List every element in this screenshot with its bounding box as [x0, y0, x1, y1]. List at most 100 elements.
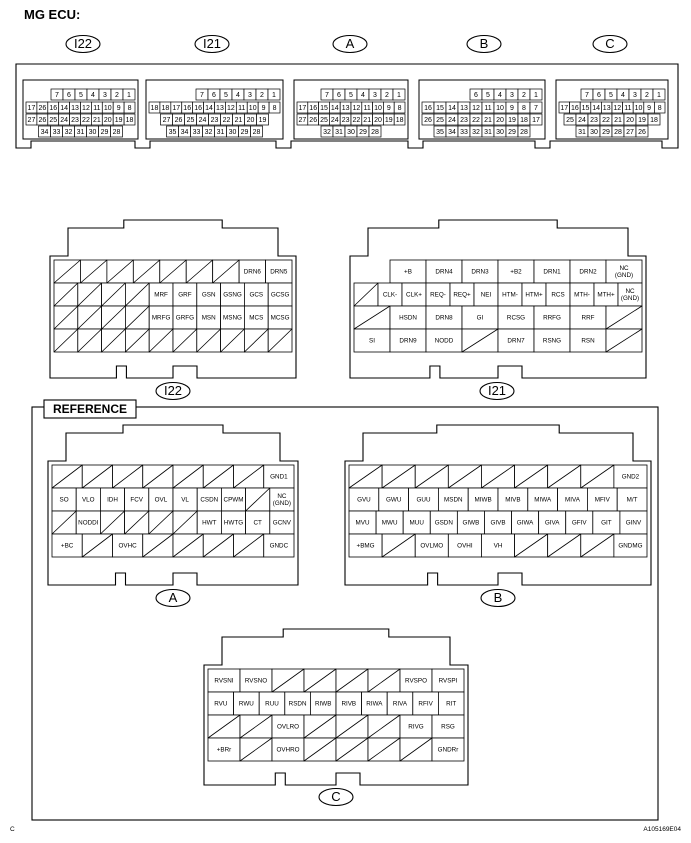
pin-signal: +BC [61, 543, 74, 550]
pin-signal: GIVB [490, 520, 505, 527]
pin-signal: MTH+ [597, 292, 615, 299]
pin-number: 28 [520, 129, 528, 136]
connector-label-badge [65, 34, 101, 54]
pin-number: 21 [614, 117, 622, 124]
pin-signal: MSDN [444, 497, 463, 504]
connector-label-badge [155, 381, 191, 401]
pin-number: 5 [224, 92, 228, 99]
pin-number: 18 [650, 117, 658, 124]
pin-cell [123, 101, 136, 114]
pin-number: 27 [299, 117, 307, 124]
connector-housing [203, 628, 469, 786]
pin-number: 31 [217, 129, 225, 136]
pin-cell [517, 125, 531, 138]
pin-signal: HWTG [224, 520, 243, 527]
reference-frame [31, 406, 659, 821]
pin-signal: GSDN [435, 520, 454, 527]
unused-pin-hatch [172, 464, 204, 489]
connector-body [555, 79, 669, 140]
unused-pin-hatch [461, 328, 499, 353]
unused-pin-hatch [233, 464, 264, 489]
pin-signal: GINV [626, 520, 642, 527]
connector-label-badge [480, 588, 516, 608]
pin-number: 3 [510, 92, 514, 99]
pin-signal: M/T [627, 497, 638, 504]
pin-number: 21 [235, 117, 243, 124]
pin-number: 32 [323, 129, 331, 136]
connector-housing [15, 63, 679, 149]
pin-number: 10 [249, 105, 257, 112]
pin-number: 20 [626, 117, 634, 124]
pin-signal: MCS [249, 315, 263, 322]
pin-number: 12 [82, 105, 90, 112]
pin-number: 19 [259, 117, 267, 124]
unused-pin-hatch [547, 533, 582, 558]
pin-signal: DRN8 [435, 315, 453, 322]
pin-number: 7 [325, 92, 329, 99]
unused-pin-hatch [125, 282, 150, 307]
connector-label: I21 [203, 36, 221, 51]
unused-pin-hatch [245, 487, 271, 512]
pin-cell [368, 125, 382, 138]
pin-signal: RRF [582, 315, 595, 322]
unused-pin-hatch [367, 737, 401, 762]
pin-signal: RSNG [543, 338, 561, 345]
pin-number: 23 [590, 117, 598, 124]
unused-pin-hatch [142, 533, 174, 558]
unused-pin-hatch [172, 533, 204, 558]
pin-number: 26 [38, 105, 46, 112]
pin-signal: MIWA [534, 497, 552, 504]
pin-number: 31 [77, 129, 85, 136]
pin-number: 29 [359, 129, 367, 136]
pin-signal: NC(GND) [273, 493, 291, 507]
unused-pin-hatch [303, 714, 337, 739]
pin-signal: CPWM [224, 497, 244, 504]
pin-signal: VL [181, 497, 189, 504]
pin-number: 33 [460, 129, 468, 136]
unused-pin-hatch [125, 305, 150, 330]
pin-signal: MUU [410, 520, 425, 527]
pin-signal: MIWB [475, 497, 492, 504]
pin-number: 23 [71, 117, 79, 124]
pin-number: 24 [331, 117, 339, 124]
pin-number: 14 [331, 105, 339, 112]
unused-pin-hatch [348, 464, 383, 489]
pin-number: 18 [126, 117, 134, 124]
pin-signal: RIVG [408, 724, 423, 731]
pin-signal: OVHRO [276, 747, 299, 754]
unused-pin-hatch [53, 282, 79, 307]
pin-number: 9 [387, 105, 391, 112]
unused-pin-hatch [106, 259, 134, 284]
pin-signal: DRN9 [399, 338, 417, 345]
pin-cell [263, 533, 295, 558]
pin-signal: RSN [581, 338, 595, 345]
pin-number: 3 [248, 92, 252, 99]
pin-signal: NODDI [78, 520, 99, 527]
connector-label-badge [194, 34, 230, 54]
pin-signal: MIVB [505, 497, 520, 504]
pin-signal: RIWA [366, 701, 383, 708]
pin-signal: GND2 [622, 474, 640, 481]
pin-signal: CLK+ [406, 292, 422, 299]
pin-number: 30 [590, 129, 598, 136]
pin-signal: IDH [107, 497, 118, 504]
connector-label: I21 [488, 383, 506, 398]
pin-number: 4 [621, 92, 625, 99]
unused-pin-hatch [514, 464, 548, 489]
pin-number: 27 [626, 129, 634, 136]
pin-number: 35 [436, 129, 444, 136]
reference-label: REFERENCE [53, 402, 127, 416]
pin-signal: RCS [551, 292, 564, 299]
unused-pin-hatch [271, 668, 305, 693]
pin-signal: GIVA [545, 520, 560, 527]
pin-signal: MFIV [595, 497, 611, 504]
pin-number: 13 [603, 105, 611, 112]
pin-number: 24 [448, 117, 456, 124]
pin-number: 4 [361, 92, 365, 99]
pin-signal: OVHI [457, 543, 473, 550]
pin-signal: GI [477, 315, 484, 322]
unused-pin-hatch [51, 464, 83, 489]
